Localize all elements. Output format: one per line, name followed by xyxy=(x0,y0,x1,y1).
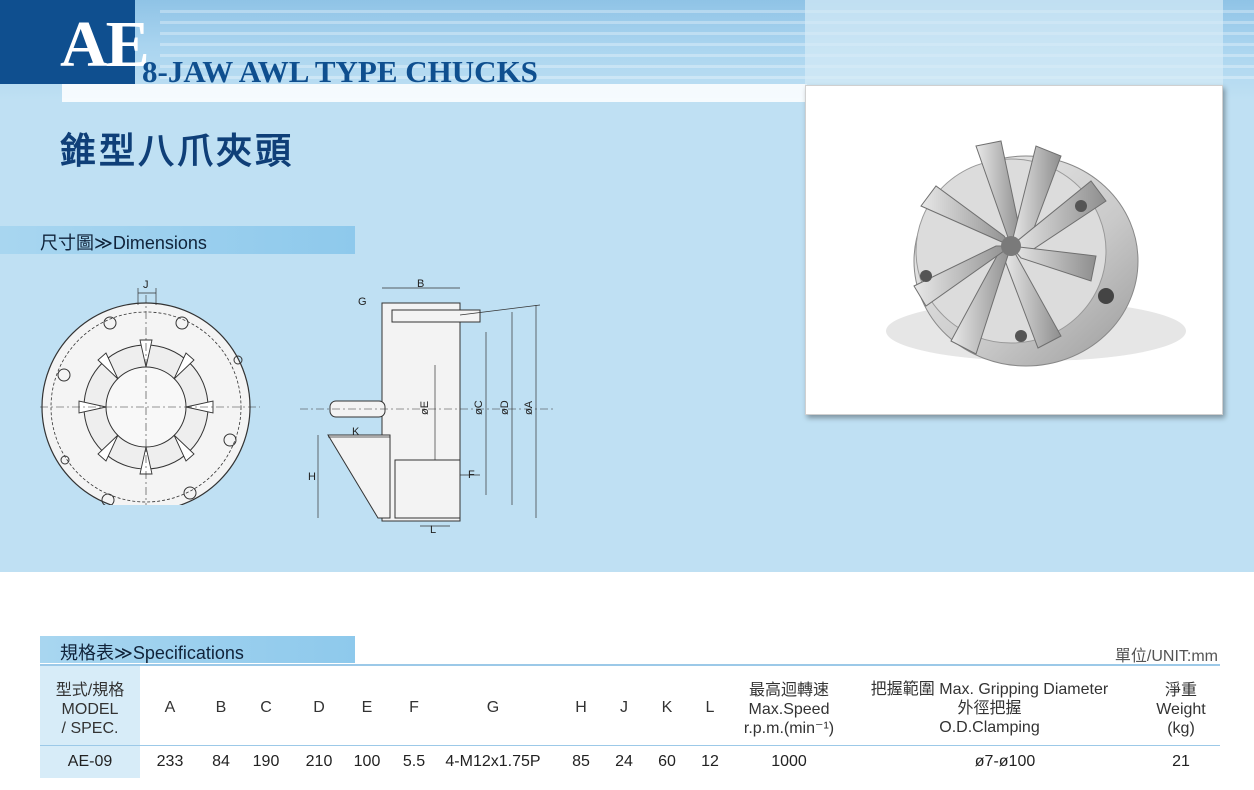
header-weight-unit: (kg) xyxy=(1167,720,1195,737)
dim-f: F xyxy=(468,469,475,481)
table-top-rule xyxy=(40,664,1220,666)
section-dimensions: 尺寸圖≫Dimensions xyxy=(0,226,355,254)
cell-c: 190 xyxy=(252,753,280,770)
unit-label: 單位/UNIT:mm xyxy=(1114,648,1218,665)
cell-model: AE-09 xyxy=(67,753,113,770)
title-underline xyxy=(62,84,807,102)
cell-h: 85 xyxy=(572,753,590,770)
product-photo xyxy=(805,85,1223,415)
header-spec-en: / SPEC. xyxy=(61,720,119,737)
header-k: K xyxy=(661,699,673,716)
cell-weight: 21 xyxy=(1172,753,1190,770)
photo-top-panel xyxy=(805,0,1223,85)
header-g: G xyxy=(486,699,500,716)
side-view-drawing: B G K H F L øE øC øD øA xyxy=(300,278,555,536)
cell-a: 233 xyxy=(156,753,184,770)
table-header-rule xyxy=(40,745,1220,746)
header-grip-zh: 外徑把握 xyxy=(957,700,1022,717)
dim-k: K xyxy=(352,426,360,438)
dim-d: øD xyxy=(499,400,511,415)
cell-k: 60 xyxy=(658,753,676,770)
header-speed-en: Max.Speed xyxy=(748,701,830,718)
header-model-zh: 型式/規格 xyxy=(55,682,125,699)
header-h: H xyxy=(575,699,587,716)
model-column-shade xyxy=(40,666,140,778)
dim-c: øC xyxy=(473,400,485,415)
header-b: B xyxy=(215,699,227,716)
header-e: E xyxy=(361,699,373,716)
header-l: L xyxy=(705,699,715,716)
header-weight-zh: 淨重 xyxy=(1164,682,1197,699)
product-title-zh: 錐型八爪夾頭 xyxy=(60,131,295,172)
header-f: F xyxy=(409,699,419,716)
section-dimensions-label: 尺寸圖≫Dimensions xyxy=(40,233,207,253)
header-grip-line1: 把握範圍 Max. Gripping Diameter xyxy=(870,681,1109,698)
dim-j: J xyxy=(143,280,149,291)
dim-e: øE xyxy=(419,401,431,415)
cell-j: 24 xyxy=(615,753,633,770)
cell-e: 100 xyxy=(353,753,381,770)
dim-l: L xyxy=(430,524,436,536)
front-view-drawing: J xyxy=(40,280,260,505)
cell-f: 5.5 xyxy=(402,753,426,770)
cell-d: 210 xyxy=(305,753,333,770)
header-model-en: MODEL xyxy=(61,701,119,718)
header-speed-unit: r.p.m.(min⁻¹) xyxy=(743,720,835,737)
cell-grip: ø7-ø100 xyxy=(974,753,1036,770)
section-specifications-label: 規格表≫Specifications xyxy=(60,643,244,663)
header-model: 型式/規格 MODEL / SPEC. xyxy=(44,681,136,738)
header-weight-en: Weight xyxy=(1156,701,1206,718)
cell-b: 84 xyxy=(212,753,230,770)
dim-g: G xyxy=(358,296,367,308)
dim-a: øA xyxy=(523,400,535,415)
header-d: D xyxy=(313,699,325,716)
chuck-photo-illustration xyxy=(886,140,1186,367)
header-c: C xyxy=(260,699,272,716)
model-code: AE xyxy=(60,8,150,81)
header-grip-en: O.D.Clamping xyxy=(939,719,1040,736)
model-code-box xyxy=(0,0,135,84)
header-weight: 淨重 Weight (kg) xyxy=(1145,681,1217,738)
section-specifications: 規格表≫Specifications xyxy=(40,636,355,663)
cell-speed: 1000 xyxy=(771,753,807,770)
header-a: A xyxy=(164,699,176,716)
dim-h: H xyxy=(308,471,316,483)
product-title-en: 8-JAW AWL TYPE CHUCKS xyxy=(142,54,538,89)
header-speed-zh: 最高迴轉速 xyxy=(748,682,829,699)
header-j: J xyxy=(620,699,628,716)
cell-l: 12 xyxy=(701,753,719,770)
cell-g: 4-M12x1.75P xyxy=(445,753,541,770)
header-speed: 最高迴轉速 Max.Speed r.p.m.(min⁻¹) xyxy=(733,681,845,738)
dim-b: B xyxy=(417,278,424,290)
header-grip: 把握範圍 Max. Gripping Diameter 外徑把握 O.D.Cla… xyxy=(852,680,1127,737)
